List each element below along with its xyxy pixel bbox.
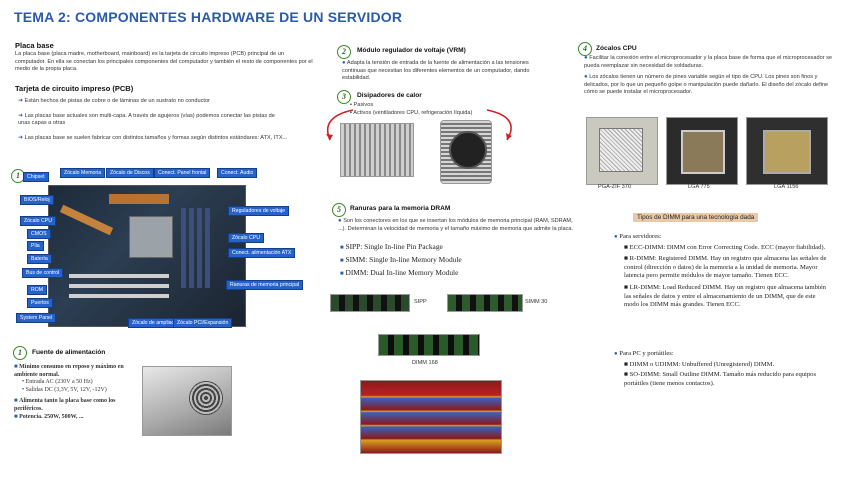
disipadores-list: ▪ Pasivos ▪ Activos (ventiladores CPU, r… <box>350 102 473 116</box>
socket-pga-image <box>586 117 658 185</box>
board-label: System Panel <box>16 313 57 323</box>
board-label: ROM <box>27 285 48 295</box>
dimm-item: LR-DIMM: Load Reduced DIMM. Hay un regis… <box>624 283 826 309</box>
page-title: TEMA 2: COMPONENTES HARDWARE DE UN SERVI… <box>14 9 403 25</box>
pcb-item: Las placas base se suelen fabricar con d… <box>24 134 288 141</box>
socket-lga775-image <box>666 117 738 185</box>
dimm-pc-label: Para PC y portátiles: <box>619 350 674 357</box>
dimm-heading: Tipos de DIMM para una tecnología dada <box>633 213 759 222</box>
dram-item: DIMM: Dual In-line Memory Module <box>345 268 459 277</box>
board-label: Zócalo CPU <box>20 216 56 226</box>
zocalos-item: Facilitar la conexión entre el microproc… <box>584 55 833 69</box>
dimm-item: SO-DIMM: Small Outline DIMM. Tamaño más … <box>624 371 817 387</box>
fuente-item: Alimenta tanto la placa base como los pe… <box>14 398 116 412</box>
passive-heatsink-image <box>340 123 414 177</box>
board-label: Puertos <box>27 298 53 308</box>
fuente-item: Salidas DC (3,3V, 5V, 12V, -12V) <box>25 386 107 393</box>
memory-slots-image <box>360 380 502 454</box>
board-label: BIOS/Reloj <box>20 195 54 205</box>
dimm-caption: DIMM 168 <box>412 360 438 366</box>
number-4-icon: 4 <box>578 42 592 56</box>
disipadores-heading: Disipadores de calor <box>357 92 422 99</box>
dimm-item: ECC-DIMM: DIMM con Error Correcting Code… <box>629 243 826 251</box>
zocalos-list: ● Facilitar la conexión entre el micropr… <box>584 55 833 96</box>
dram-body: Son los conectores en los que se inserta… <box>338 218 574 232</box>
number-1-icon: 1 <box>13 346 27 360</box>
dimm-item: R-DIMM: Registered DIMM. Hay un registro… <box>624 255 827 280</box>
number-5-icon: 5 <box>332 203 346 217</box>
socket-caption: LGA 1156 <box>774 184 799 190</box>
fuente-heading: Fuente de alimentación <box>32 349 106 356</box>
power-supply-image <box>142 366 232 436</box>
board-label: Conect. alimentación ATX <box>228 248 296 258</box>
board-label: Zócalo CPU <box>228 233 264 243</box>
board-label: Reguladores de voltaje <box>228 206 290 216</box>
dimm-pc: ● Para PC y portátiles: ■ DIMM o UDIMM: … <box>614 350 817 387</box>
board-label: Zócalo PCI/Expansión <box>173 318 233 328</box>
fuente-item: Entrada AC (230V a 50 Hz) <box>25 379 93 386</box>
dram-item: SIMM: Single In-line Memory Module <box>345 255 462 264</box>
board-label: Batería <box>27 254 52 264</box>
vrm-text: ● Adapta la tensión de entrada de la fue… <box>342 60 530 82</box>
number-2-icon: 2 <box>337 45 351 59</box>
disipadores-item: Activos (ventiladores CPU, refrigeración… <box>353 109 473 116</box>
placa-heading: Placa base <box>15 41 54 50</box>
zocalos-heading: Zócalos CPU <box>596 45 637 52</box>
pcb-item: Las placas base actuales son multi-capa.… <box>18 112 275 127</box>
fuente-item: Mínimo consumo en reposo y máximo en amb… <box>14 364 124 378</box>
dram-heading: Ranuras para la memoria DRAM <box>350 205 451 212</box>
socket-caption: PGA-ZIF 370 <box>598 184 631 190</box>
sipp-image <box>330 294 410 312</box>
active-heatsink-image <box>440 120 492 184</box>
zocalos-item: Los zócalos tienen un número de pines va… <box>584 74 829 96</box>
dimm-servidores-label: Para servidores: <box>619 233 662 240</box>
dimm-item: DIMM o UDIMM: Unbuffered (Unregistered) … <box>629 360 775 368</box>
board-label: Conect. Panel frontal <box>154 168 211 178</box>
board-label: CMOS <box>27 229 51 239</box>
dram-item: SIPP: Single In-line Pin Package <box>345 242 443 251</box>
board-label: Conect. Audio <box>217 168 258 178</box>
motherboard-image <box>48 185 246 327</box>
dram-text: ● Son los conectores en los que se inser… <box>338 218 574 232</box>
dram-list: ■ SIPP: Single In-line Pin Package ■ SIM… <box>340 242 462 277</box>
fuente-list: ■ Mínimo consumo en reposo y máximo en a… <box>14 364 124 420</box>
dimm-servidores: ● Para servidores: ■ ECC-DIMM: DIMM con … <box>614 233 827 309</box>
board-label: Chipset <box>23 172 49 182</box>
pcb-heading: Tarjeta de circuito impreso (PCB) <box>15 84 134 93</box>
placa-text: La placa base (placa madre, motherboard,… <box>15 51 313 73</box>
simm-caption: SIMM 30 <box>525 299 548 305</box>
fuente-item: Potencia. 250W, 500W, ... <box>19 413 84 420</box>
disipadores-item: Pasivos <box>353 102 374 108</box>
pcb-item: Están hechos de pistas de cobre o de lám… <box>24 98 210 104</box>
board-label: Bus de control <box>22 268 64 278</box>
board-label: Pila <box>27 241 44 251</box>
arrow-icon <box>486 109 512 141</box>
board-label: Zócalo Memoria <box>60 168 106 178</box>
socket-lga1156-image <box>746 117 828 185</box>
board-label: Zócalo de Discos <box>106 168 154 178</box>
dimm-image <box>378 334 480 356</box>
vrm-body: Adapta la tensión de entrada de la fuent… <box>342 60 530 82</box>
socket-caption: LGA 775 <box>688 184 710 190</box>
simm-image <box>447 294 523 312</box>
vrm-heading: Módulo regulador de voltaje (VRM) <box>357 47 466 54</box>
pcb-list: ➜ Están hechos de pistas de cobre o de l… <box>18 98 288 141</box>
arrow-icon <box>326 109 354 141</box>
sipp-caption: SIPP <box>414 299 427 305</box>
number-3-icon: 3 <box>337 90 351 104</box>
board-label: Ranuras de memoria principal <box>226 280 304 290</box>
